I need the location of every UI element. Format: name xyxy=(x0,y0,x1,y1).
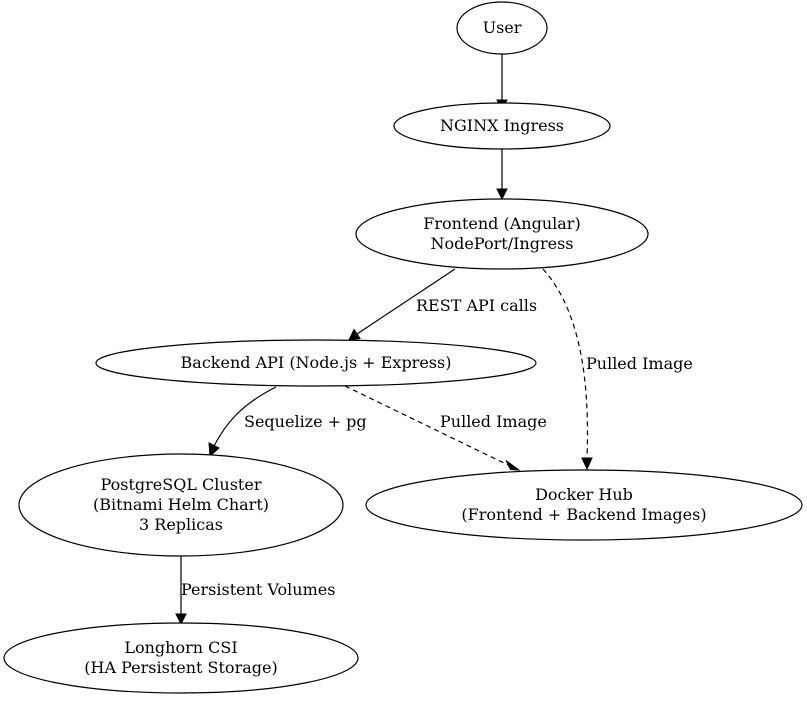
edge-postgres-to-longhorn-arrowhead xyxy=(175,613,187,626)
edge-backend-to-postgres: Sequelize + pg xyxy=(208,386,367,458)
edge-frontend-to-backend: REST API calls xyxy=(348,268,537,341)
node-docker-hub: Docker Hub (Frontend + Backend Images) xyxy=(365,469,803,541)
edge-frontend-to-dockerhub-arrowhead xyxy=(581,457,593,471)
node-backend-api-label: Backend API (Node.js + Express) xyxy=(181,353,452,372)
edge-frontend-to-backend-line xyxy=(356,268,456,335)
edge-nginx-to-frontend-arrowhead xyxy=(496,188,508,201)
node-user-shape xyxy=(456,1,548,55)
node-frontend: Frontend (Angular) NodePort/Ingress xyxy=(355,198,649,270)
edge-frontend-to-dockerhub-line xyxy=(542,268,589,460)
node-docker-hub-label-line1: Docker Hub xyxy=(535,485,633,504)
edge-frontend-to-backend-arrowhead xyxy=(348,328,361,341)
node-user-label: User xyxy=(483,18,522,37)
node-frontend-shape xyxy=(355,198,649,270)
node-postgresql-cluster-label-line1: PostgreSQL Cluster xyxy=(101,475,262,494)
node-backend-api: Backend API (Node.js + Express) xyxy=(95,339,537,387)
edge-backend-to-dockerhub: Pulled Image xyxy=(344,385,547,471)
node-postgresql-cluster-label-line2: (Bitnami Helm Chart) xyxy=(93,495,269,514)
node-frontend-label-line2: NodePort/Ingress xyxy=(431,234,574,253)
edge-frontend-to-dockerhub-label: Pulled Image xyxy=(586,354,693,373)
node-postgresql-cluster: PostgreSQL Cluster (Bitnami Helm Chart) … xyxy=(18,453,344,557)
edge-backend-to-postgres-line xyxy=(213,386,277,447)
node-nginx-ingress-label: NGINX Ingress xyxy=(440,116,564,135)
node-docker-hub-label-line2: (Frontend + Backend Images) xyxy=(461,505,706,524)
node-postgresql-cluster-shape xyxy=(18,453,344,557)
edge-nginx-to-frontend xyxy=(496,149,508,201)
node-longhorn-csi: Longhorn CSI (HA Persistent Storage) xyxy=(3,622,359,694)
edge-postgres-to-longhorn-label: Persistent Volumes xyxy=(181,580,335,599)
node-longhorn-csi-shape xyxy=(3,622,359,694)
node-docker-hub-shape xyxy=(365,469,803,541)
edge-backend-to-dockerhub-label: Pulled Image xyxy=(440,412,547,431)
node-postgresql-cluster-label-line3: 3 Replicas xyxy=(139,515,223,534)
node-user: User xyxy=(456,1,548,55)
node-longhorn-csi-label-line2: (HA Persistent Storage) xyxy=(84,658,277,677)
edge-user-to-nginx xyxy=(496,54,508,112)
edge-frontend-to-backend-label: REST API calls xyxy=(416,296,537,315)
node-nginx-ingress-shape xyxy=(393,102,611,150)
edge-backend-to-dockerhub-line xyxy=(344,385,509,466)
node-longhorn-csi-label-line1: Longhorn CSI xyxy=(124,638,237,657)
node-backend-api-shape xyxy=(95,339,537,387)
edge-postgres-to-longhorn: Persistent Volumes xyxy=(175,556,335,626)
node-frontend-label-line1: Frontend (Angular) xyxy=(423,214,580,233)
node-nginx-ingress: NGINX Ingress xyxy=(393,102,611,150)
edge-frontend-to-dockerhub: Pulled Image xyxy=(542,268,693,471)
edge-backend-to-dockerhub-arrowhead xyxy=(505,460,521,471)
edge-backend-to-postgres-label: Sequelize + pg xyxy=(244,412,367,431)
edge-backend-to-postgres-arrowhead xyxy=(208,442,220,458)
